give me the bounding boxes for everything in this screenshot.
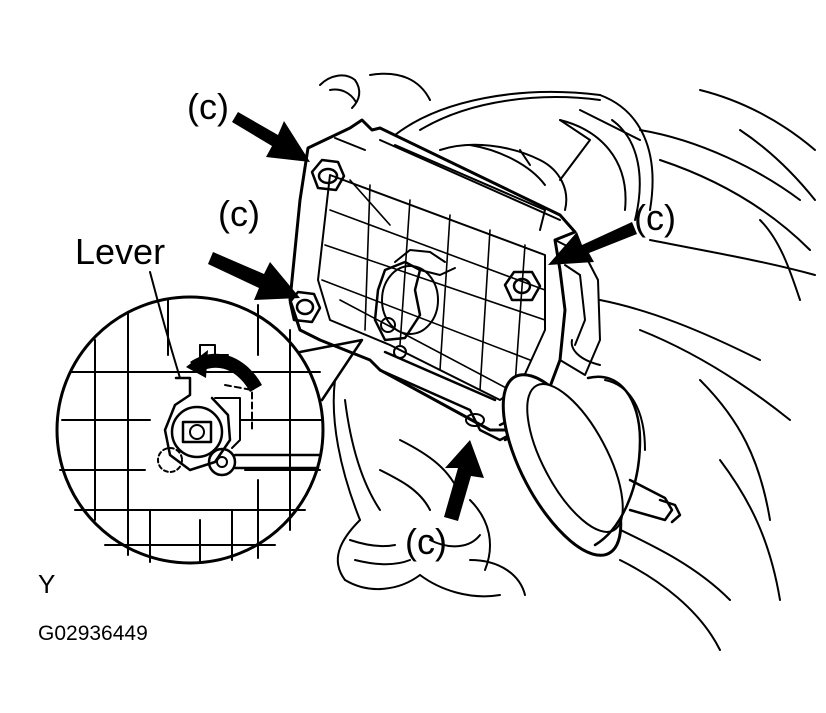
- background-body: [319, 72, 816, 651]
- arrow-icon: [548, 222, 637, 265]
- fastener-label-bottom: (c): [405, 521, 447, 562]
- figure-id: G02936449: [38, 622, 148, 645]
- arrow-icon: [232, 112, 310, 162]
- fastener-label-right: (c): [634, 197, 676, 238]
- nut-icon: [310, 158, 346, 192]
- arrow-icon: [444, 440, 484, 521]
- actuator-diaphragm: [498, 339, 682, 557]
- arrow-icon: [208, 252, 300, 300]
- rotation-arrow-icon: [186, 350, 262, 392]
- lever-leader-line: [149, 271, 181, 379]
- detail-circle: [55, 295, 364, 565]
- nut-icon: [503, 270, 542, 302]
- lower-housing: [332, 379, 526, 598]
- fastener-label-middle-left: (c): [218, 193, 260, 234]
- fastener-label-top-left: (c): [187, 86, 229, 127]
- nut-icon: [288, 290, 322, 324]
- view-label: Y: [38, 569, 55, 599]
- lever-label: Lever: [75, 231, 165, 272]
- bracket-plate: [288, 118, 601, 442]
